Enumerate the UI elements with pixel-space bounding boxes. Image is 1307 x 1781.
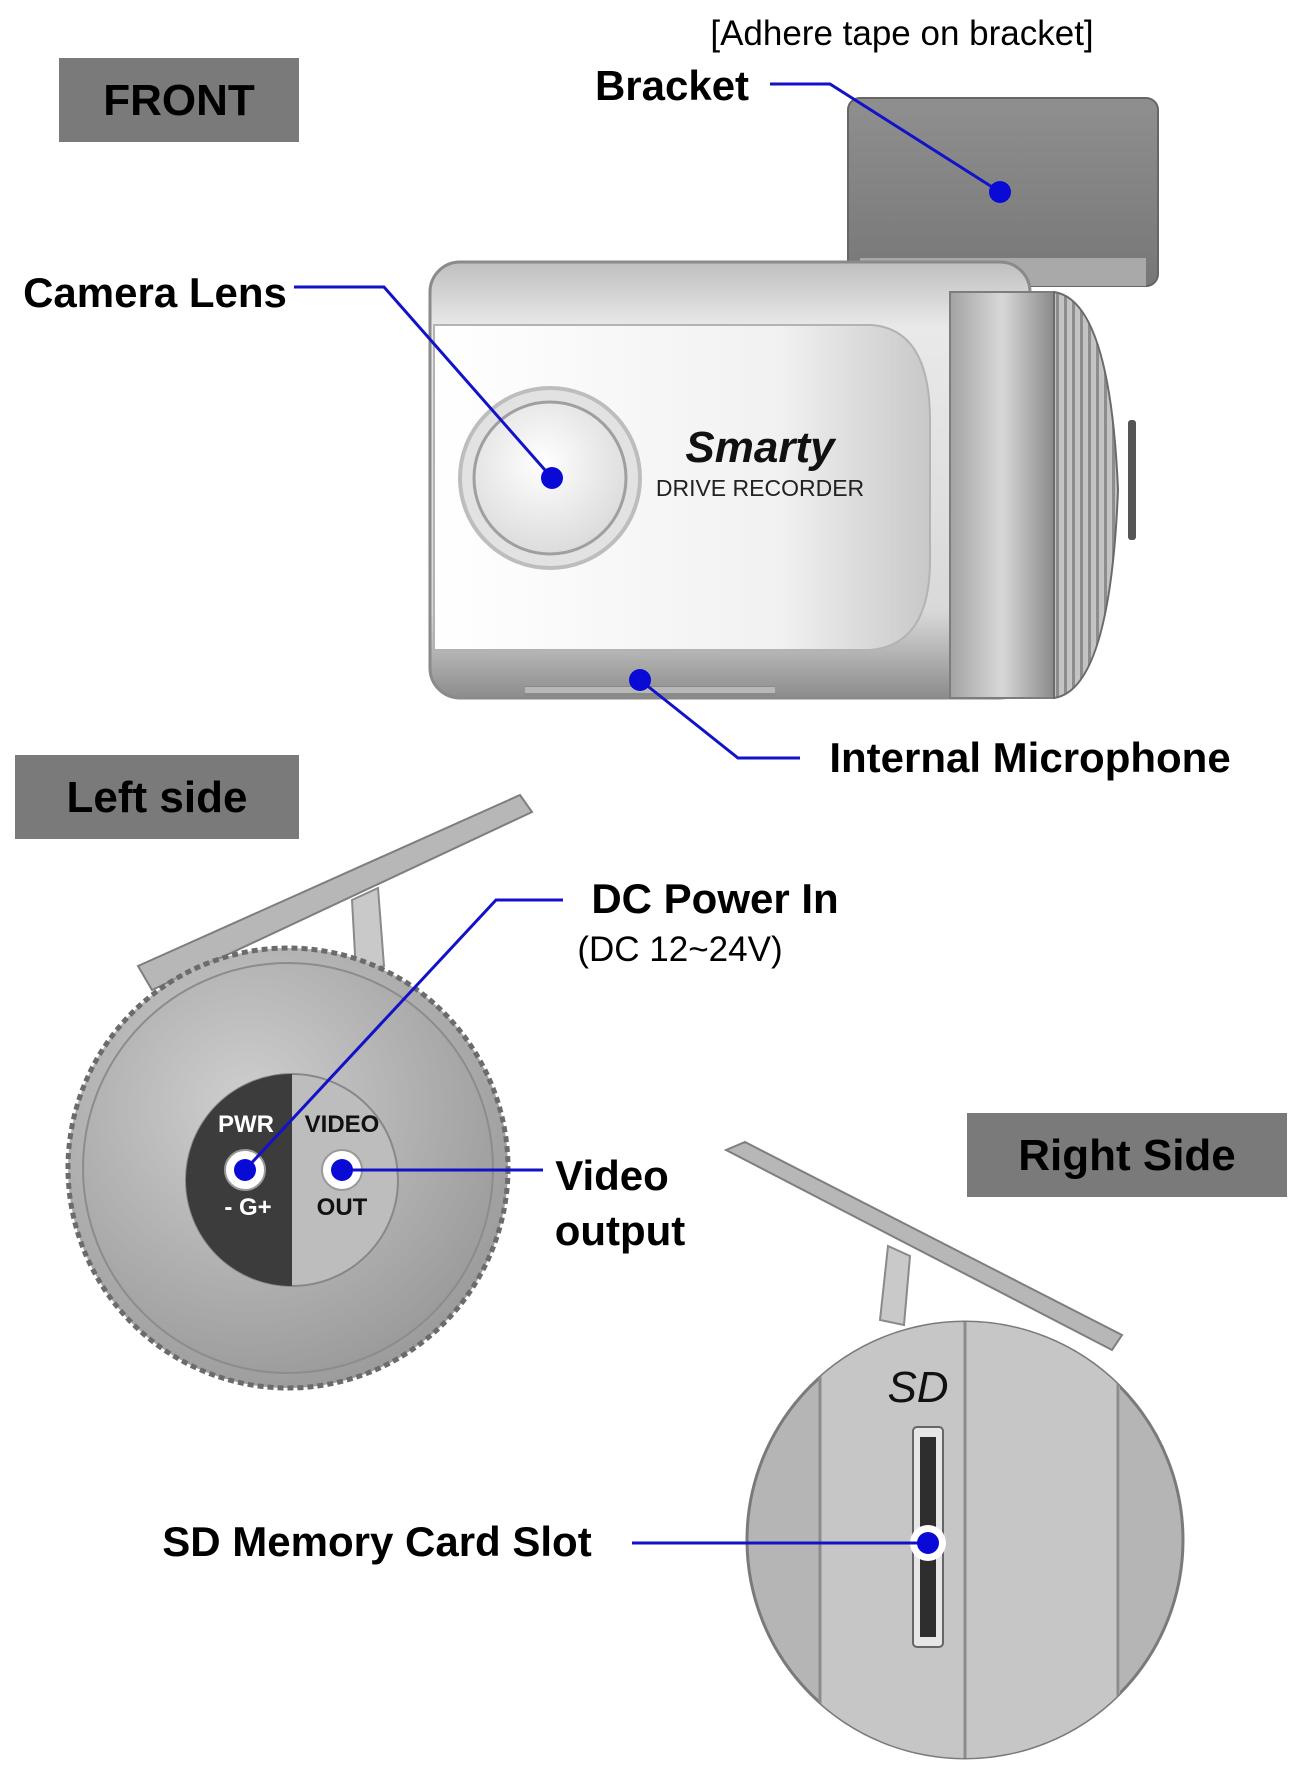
lens-dot — [541, 467, 563, 489]
sd-slot-label: SD Memory Card Slot — [162, 1518, 591, 1565]
mic-label: Internal Microphone — [829, 734, 1230, 781]
pwr-bottom-label: - G+ — [224, 1194, 271, 1221]
side-button — [1128, 420, 1136, 540]
sd-mark: SD — [887, 1363, 948, 1412]
right-mount-plate — [723, 1140, 1124, 1352]
dc-voltage-label: (DC 12~24V) — [577, 930, 782, 969]
left-mount-stem — [350, 886, 386, 974]
dc-dot — [234, 1159, 256, 1181]
knurled-ring — [1053, 290, 1120, 700]
bracket-dot — [989, 181, 1011, 203]
section-left-box — [15, 755, 299, 839]
section-front-title: FRONT — [103, 76, 255, 125]
lens-label: Camera Lens — [23, 269, 287, 316]
camera-collar — [949, 291, 1055, 699]
sd-dot — [917, 1532, 939, 1554]
video-label-2: output — [555, 1207, 686, 1254]
right-mount-stem — [878, 1244, 912, 1327]
bracket-label: Bracket — [595, 62, 749, 109]
section-right-box — [967, 1113, 1287, 1197]
bracket-note: [Adhere tape on bracket] — [710, 14, 1093, 53]
front-view: FRONT Smarty DRIVE RECORDER [Adhere tape… — [23, 14, 1231, 781]
microphone-grille — [525, 686, 775, 696]
dc-leader — [243, 898, 563, 1172]
right-view: Right Side SD SD Memory Card Slot — [162, 1113, 1287, 1760]
video-top-label: VIDEO — [305, 1111, 380, 1138]
left-mount-plate — [136, 793, 534, 992]
brand-subtitle: DRIVE RECORDER — [656, 475, 864, 501]
right-body-band — [820, 1322, 1120, 1758]
video-label-1: Video — [555, 1152, 669, 1199]
brand-name: Smarty — [685, 423, 837, 472]
mic-leader — [639, 678, 800, 760]
section-right-title: Right Side — [1018, 1131, 1236, 1180]
dc-power-label: DC Power In — [591, 875, 838, 922]
lens-leader — [294, 285, 554, 479]
video-dot — [331, 1159, 353, 1181]
section-front-box — [59, 58, 299, 142]
bracket-leader — [770, 82, 1001, 194]
mic-dot — [629, 669, 651, 691]
left-view: Left side PWR - G+ VIDEO OUT DC Power In… — [15, 755, 839, 1391]
video-bottom-label: OUT — [317, 1194, 368, 1221]
pwr-top-label: PWR — [218, 1111, 274, 1138]
section-left-title: Left side — [67, 773, 248, 822]
